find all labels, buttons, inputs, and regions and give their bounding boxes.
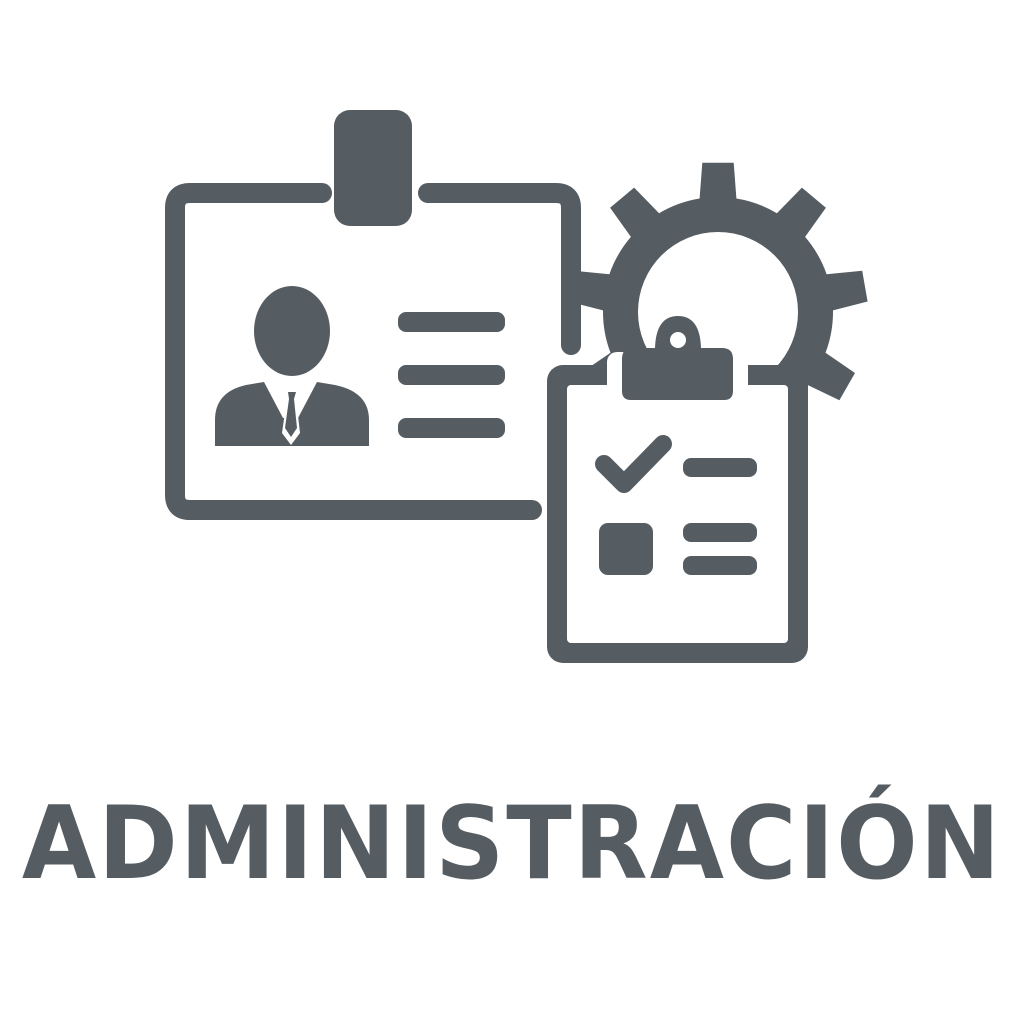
caption-title: ADMINISTRACIÓN [21, 784, 1003, 903]
checklist-lines [683, 458, 757, 575]
checkmark-icon [595, 435, 672, 493]
clipboard-clip [622, 316, 733, 400]
badge-clip [334, 110, 412, 226]
badge-frame [165, 183, 581, 520]
user-avatar-icon [215, 286, 369, 446]
administration-illustration [165, 110, 868, 663]
id-badge-icon [165, 110, 581, 520]
badge-text-lines [398, 312, 505, 438]
clipboard-checklist-icon [547, 316, 808, 663]
checkbox-filled-icon [599, 523, 653, 575]
